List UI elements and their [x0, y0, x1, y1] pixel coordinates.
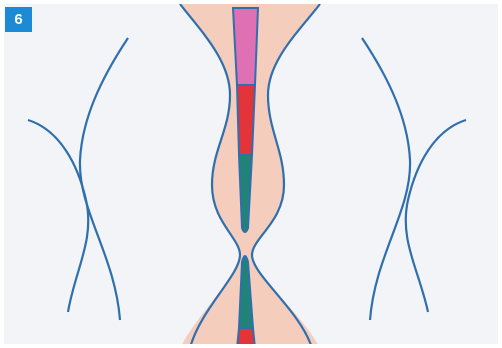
left-curve-inner	[28, 120, 88, 312]
red-segment	[237, 85, 255, 155]
pink-segment	[233, 8, 258, 85]
lower-red-segment	[237, 328, 255, 348]
right-curve-inner	[406, 120, 466, 312]
left-curve-outer	[80, 38, 128, 320]
figure-number-badge: 6	[5, 7, 32, 32]
right-curve-outer	[362, 38, 410, 320]
